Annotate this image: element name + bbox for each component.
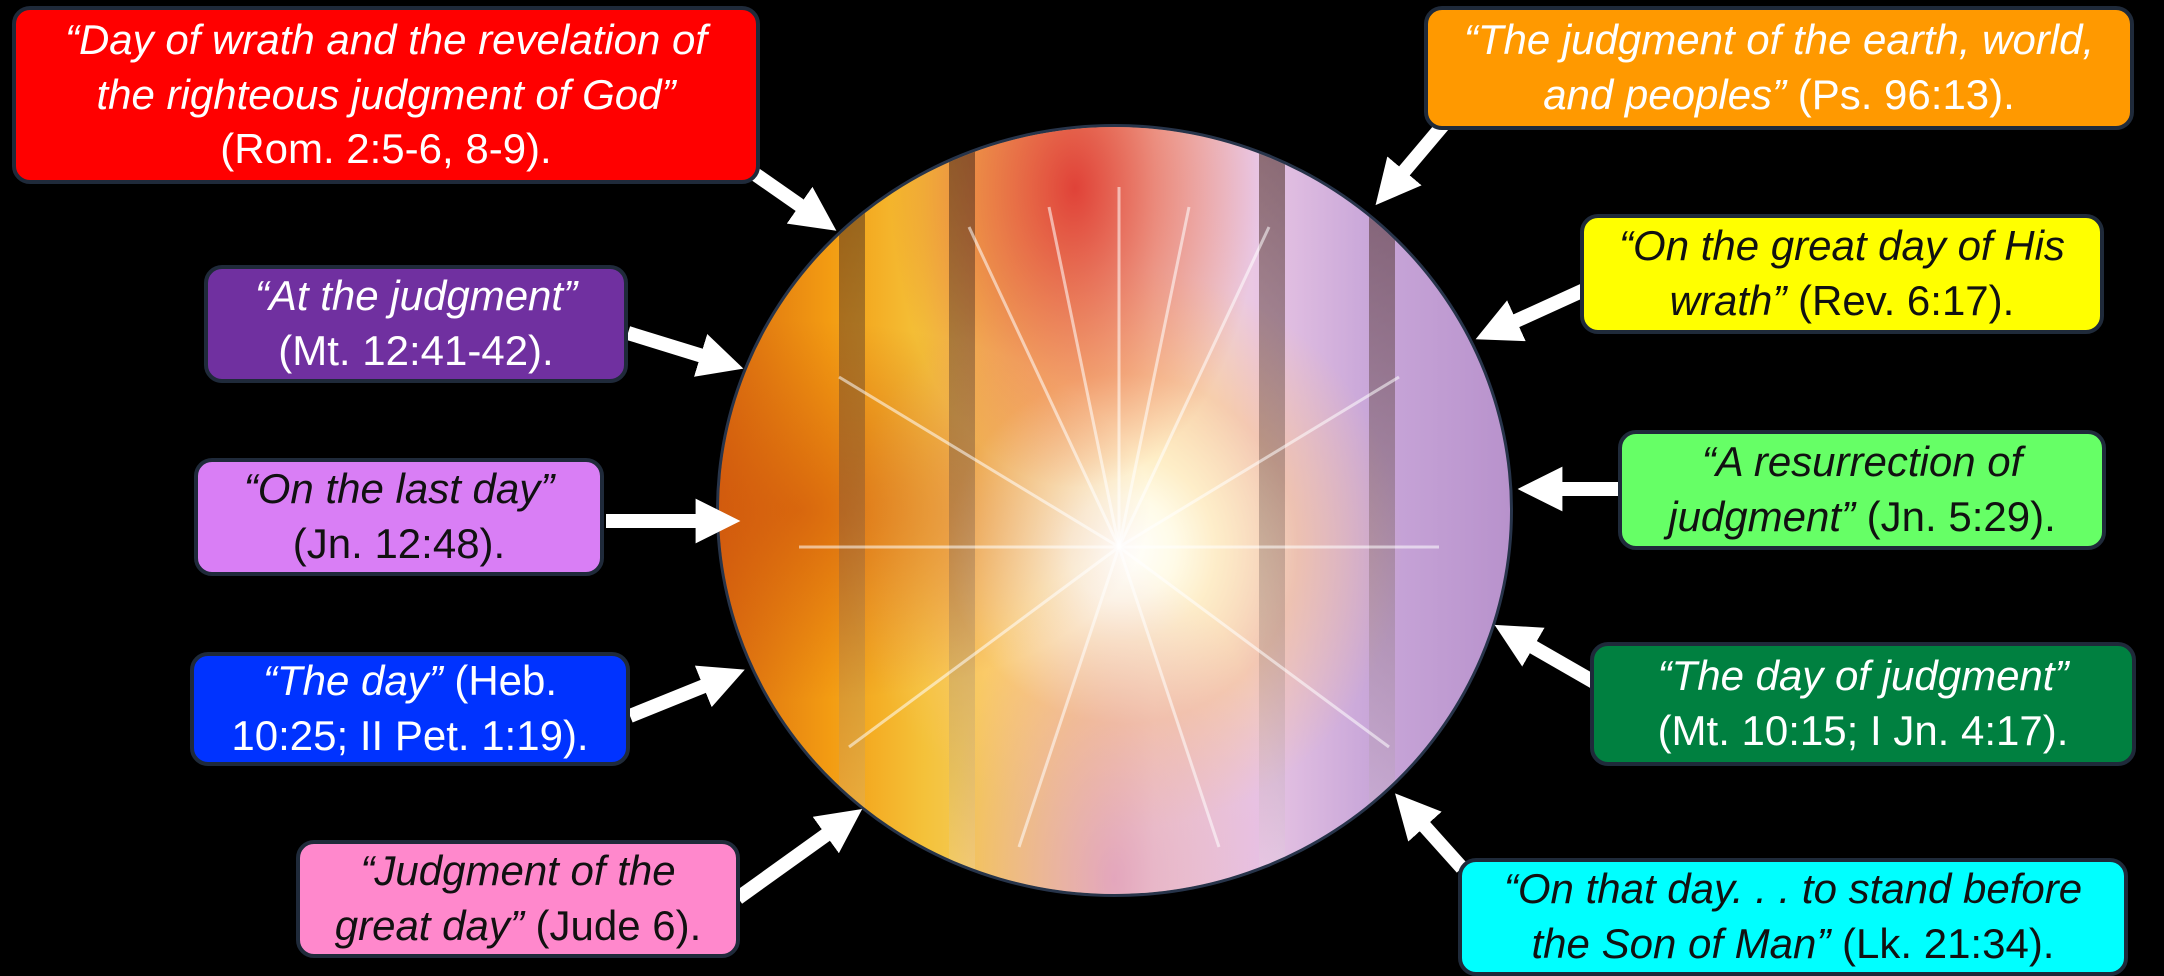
label-jn12: “On the last day” (Jn. 12:48). — [194, 458, 604, 576]
arrow-rom — [752, 172, 818, 218]
label-lk: “On that day. . . to stand before the So… — [1458, 858, 2128, 976]
quote-rom: “Day of wrath and the revelation of the … — [30, 13, 742, 122]
label-rev: “On the great day of His wrath” (Rev. 6:… — [1580, 214, 2104, 334]
quote-mt10: “The day of judgment” — [1608, 649, 2118, 704]
ref-jn12: (Jn. 12:48). — [212, 517, 586, 572]
label-heb: “The day” (Heb. 10:25; II Pet. 1:19). — [190, 652, 630, 766]
text-ps: “The judgment of the earth, world, and p… — [1442, 13, 2116, 122]
text-jn5: “A resurrection of judgment” (Jn. 5:29). — [1636, 435, 2088, 544]
label-jude: “Judgment of the great day” (Jude 6). — [296, 840, 740, 958]
arrow-rev — [1496, 290, 1584, 330]
arrow-lk — [1410, 810, 1462, 868]
arrow-heb — [630, 678, 724, 716]
ref-mt12: (Mt. 12:41-42). — [222, 324, 610, 379]
ref-rom: (Rom. 2:5-6, 8-9). — [30, 122, 742, 177]
text-rev: “On the great day of His wrath” (Rev. 6:… — [1598, 219, 2086, 328]
ref-lk: (Lk. 21:34). — [1830, 920, 2054, 967]
label-mt10: “The day of judgment” (Mt. 10:15; I Jn. … — [1590, 642, 2136, 766]
ref-ps: (Ps. 96:13). — [1786, 71, 2015, 118]
label-ps: “The judgment of the earth, world, and p… — [1424, 6, 2134, 130]
arrow-jude — [738, 822, 844, 898]
quote-mt12: “At the judgment” — [222, 269, 610, 324]
arrow-mt12 — [628, 333, 722, 362]
text-heb: “The day” (Heb. 10:25; II Pet. 1:19). — [202, 654, 618, 763]
label-rom: “Day of wrath and the revelation of the … — [12, 6, 760, 184]
label-mt12: “At the judgment” (Mt. 12:41-42). — [204, 265, 628, 383]
label-jn5: “A resurrection of judgment” (Jn. 5:29). — [1618, 430, 2106, 550]
ref-rev: (Rev. 6:17). — [1786, 277, 2014, 324]
ref-jn5: (Jn. 5:29). — [1855, 493, 2056, 540]
quote-heb: “The day” — [263, 657, 443, 704]
text-lk: “On that day. . . to stand before the So… — [1476, 862, 2110, 971]
arrow-mt10 — [1514, 636, 1594, 682]
ref-mt10: (Mt. 10:15; I Jn. 4:17). — [1608, 704, 2118, 759]
quote-jn12: “On the last day” — [212, 462, 586, 517]
text-jude: “Judgment of the great day” (Jude 6). — [314, 844, 722, 953]
ref-jude: (Jude 6). — [524, 902, 701, 949]
arrow-ps — [1390, 124, 1444, 188]
